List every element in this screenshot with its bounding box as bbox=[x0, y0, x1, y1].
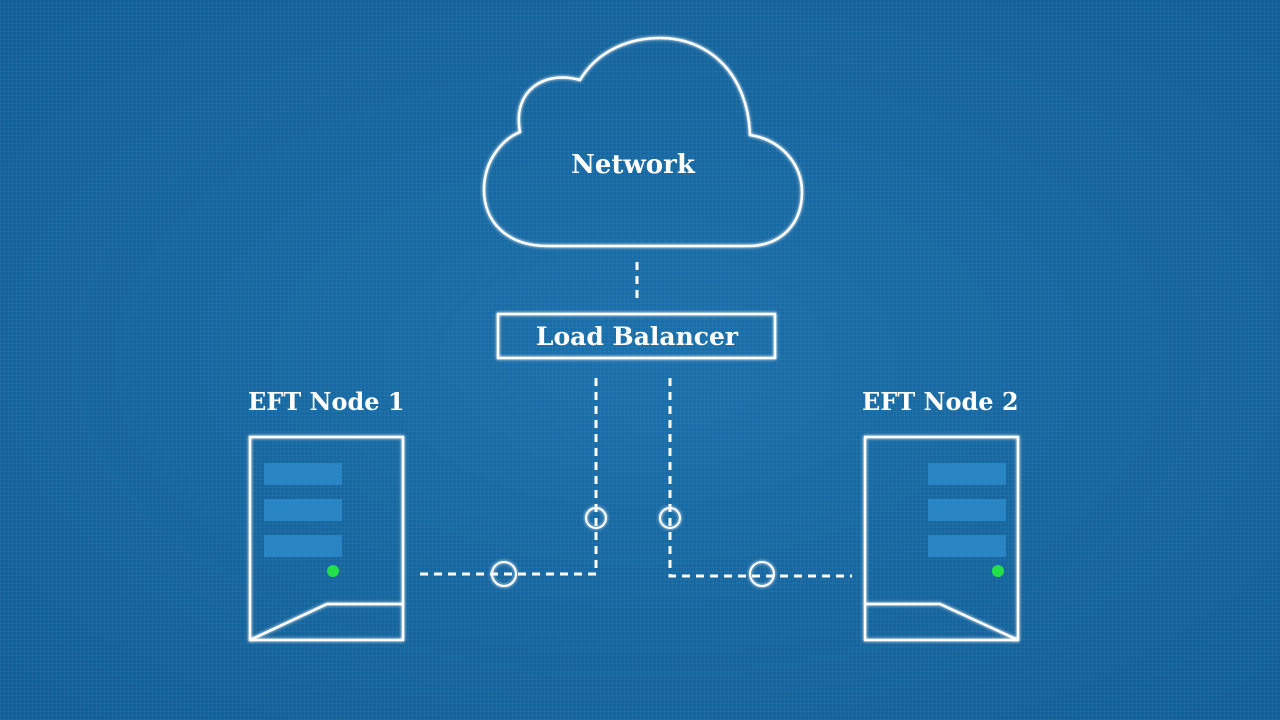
connector-node-icon bbox=[585, 507, 607, 529]
server-icon bbox=[248, 435, 405, 642]
eft-node-1: EFT Node 1 bbox=[248, 387, 405, 642]
connector-node-icon bbox=[491, 561, 517, 587]
lb-node1-connector bbox=[414, 375, 607, 587]
status-led bbox=[327, 565, 339, 577]
load-balancer-label: Load Balancer bbox=[536, 322, 739, 351]
network-cloud: Network bbox=[482, 36, 804, 248]
status-led bbox=[992, 565, 1004, 577]
cloud-icon bbox=[482, 36, 804, 248]
node-2-label: EFT Node 2 bbox=[862, 387, 1019, 416]
eft-node-2: EFT Node 2 bbox=[862, 387, 1020, 642]
connector-node-icon bbox=[659, 507, 681, 529]
cloud-label: Network bbox=[571, 150, 696, 180]
connector-node-icon bbox=[749, 561, 775, 587]
node-1-label: EFT Node 1 bbox=[248, 387, 405, 416]
lb-node2-connector bbox=[659, 375, 852, 587]
load-balancer-box bbox=[496, 312, 777, 360]
load-balancer: Load Balancer bbox=[496, 312, 777, 360]
server-icon bbox=[863, 435, 1020, 642]
